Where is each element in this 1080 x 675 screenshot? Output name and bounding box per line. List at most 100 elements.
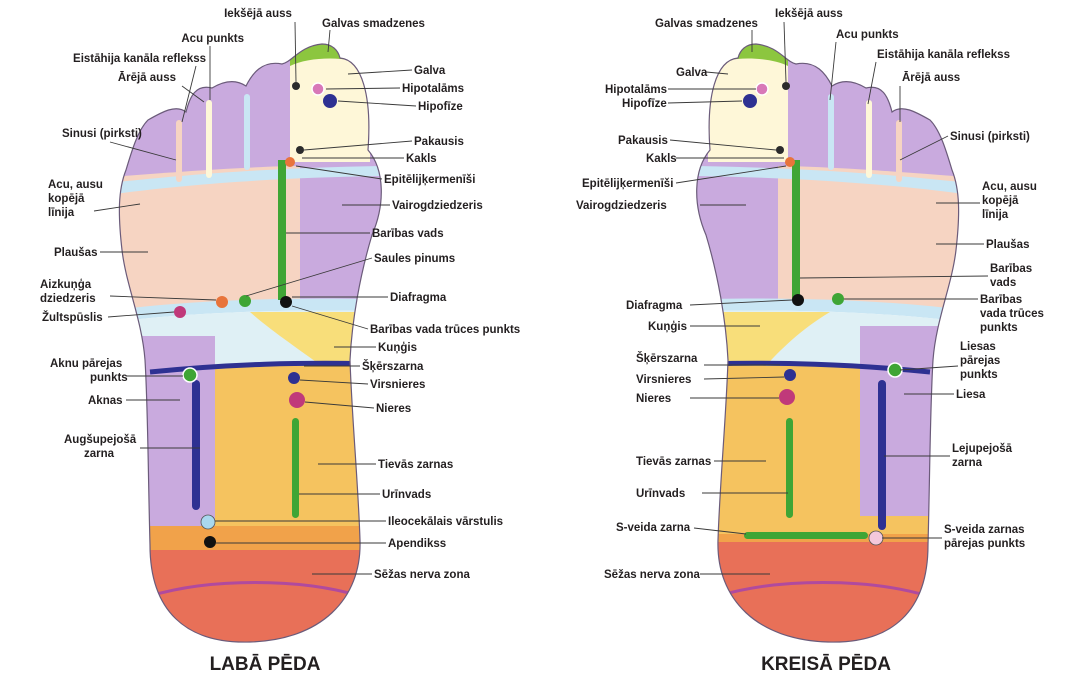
hiatal-hernia-dot (792, 294, 804, 306)
label-areja-auss: Ārējā auss (902, 72, 960, 84)
label-nieres: Nieres (636, 393, 671, 405)
label-truces: Barības vada trūces punkts (370, 324, 520, 336)
label-eistahija: Eistāhija kanāla reflekss (877, 49, 1010, 61)
leader-line (181, 65, 197, 123)
leader-line (107, 311, 175, 318)
leader-line (303, 140, 413, 151)
label-urinvads: Urīnvads (382, 489, 431, 501)
label-kakls: Kakls (646, 153, 677, 165)
label-hipofize: Hipofīze (418, 101, 463, 113)
label-acu-punkts: Acu punkts (836, 29, 899, 41)
label-plausas: Plaušas (986, 239, 1029, 251)
pancreas-dot (216, 296, 228, 308)
label-lejupej-1: Lejupejošā (952, 443, 1013, 455)
label-acu-ausu-2: kopējā (982, 195, 1019, 207)
label-tievas: Tievās zarnas (378, 459, 453, 471)
leader-line (304, 401, 375, 409)
label-pakausis: Pakausis (414, 136, 464, 148)
leader-line (799, 275, 989, 279)
sigmoid-transit-dot (868, 530, 884, 546)
label-acu-ausu-3: līnija (48, 207, 75, 219)
leader-line (783, 21, 787, 83)
adrenal-dot (288, 372, 300, 384)
left-foot-title: KREISĀ PĒDA (761, 654, 891, 675)
label-areja-auss: Ārējā auss (118, 72, 176, 84)
left-foot (696, 43, 960, 643)
pituitary-dot (743, 94, 757, 108)
gallbladder-dot (174, 306, 186, 318)
kidney-dot (779, 389, 795, 405)
heel-top-band (119, 526, 382, 550)
ureter-line (786, 418, 793, 518)
label-pakausis: Pakausis (618, 135, 668, 147)
label-truces-1: Barības (980, 294, 1022, 306)
label-liesas-3: punkts (960, 369, 998, 381)
label-baribas-1: Barības (990, 263, 1032, 275)
solar-plexus-dot (239, 295, 251, 307)
label-epiteli: Epitēlijķermenīši (384, 174, 475, 186)
leader-line (181, 85, 205, 103)
label-aizkunga-2: dziedzeris (40, 293, 96, 305)
leader-line (689, 299, 793, 306)
leader-line (669, 139, 777, 151)
label-aizkunga-1: Aizkuņģa (40, 278, 92, 291)
label-skersz: Šķērszarna (636, 352, 698, 365)
ureter-line (292, 418, 299, 518)
label-sinusi: Sinusi (pirksti) (62, 128, 142, 140)
leader-line (294, 21, 297, 83)
ileocecal-dot (200, 514, 216, 530)
label-sveida: S-veida zarna (616, 522, 691, 534)
leader-line (867, 61, 877, 105)
hypothalamus-dot (755, 82, 769, 96)
hiatal-hernia-dot (280, 296, 292, 308)
leader-line (109, 141, 177, 161)
sinus-sliver (896, 120, 902, 182)
inner-ear-dot (782, 82, 790, 90)
leader-line (109, 295, 217, 301)
label-diafragma: Diafragma (390, 292, 447, 304)
label-vairogdz: Vairogdziedzeris (392, 200, 483, 212)
label-galvas-smadzenes: Galvas smadzenes (655, 18, 758, 30)
leader-line (327, 29, 331, 53)
leader-line (693, 527, 747, 535)
label-acu-ausu-1: Acu, ausu (48, 179, 103, 191)
label-galva: Galva (676, 67, 708, 79)
label-acu-ausu-3: līnija (982, 209, 1009, 221)
pituitary-dot (323, 94, 337, 108)
label-saules: Saules pinums (374, 253, 455, 265)
label-tievas: Tievās zarnas (636, 456, 711, 468)
label-iekseja-auss: Iekšējā auss (224, 8, 292, 20)
label-kakls: Kakls (406, 153, 437, 165)
sciatic-nerve-line (149, 581, 361, 598)
thyroid-zone (696, 166, 778, 306)
label-diafragma: Diafragma (626, 300, 683, 312)
label-baribas-2: vads (990, 277, 1016, 289)
diaphragm-band (696, 298, 959, 324)
appendix-dot (204, 536, 216, 548)
leader-line (675, 165, 787, 184)
label-virsnieres: Virsnieres (636, 374, 691, 386)
label-hipotalams: Hipotalāms (605, 84, 667, 96)
label-liesa: Liesa (956, 389, 986, 401)
label-acu-ausu-1: Acu, ausu (982, 181, 1037, 193)
label-sveida-p-2: pārejas punkts (944, 538, 1025, 550)
kidney-dot (289, 392, 305, 408)
label-eistahija: Eistāhija kanāla reflekss (73, 53, 206, 65)
label-aknas: Aknas (88, 395, 123, 407)
leader-line (829, 41, 837, 101)
eye-ear-line (698, 166, 959, 196)
label-baribas-vads: Barības vads (372, 228, 444, 240)
label-hipotalams: Hipotalāms (402, 83, 464, 95)
eye-ear-line (119, 166, 380, 196)
occiput-dot (776, 146, 784, 154)
label-hipofize: Hipofīze (622, 98, 667, 110)
eye-sliver (244, 94, 250, 170)
esophagus-line (278, 160, 286, 300)
label-virsnieres: Virsnieres (370, 379, 425, 391)
ear-sliver (866, 100, 872, 178)
label-urinvads: Urīnvads (636, 488, 685, 500)
occiput-dot (296, 146, 304, 154)
label-aknu-2: punkts (90, 372, 128, 384)
eye-sliver (828, 94, 834, 170)
